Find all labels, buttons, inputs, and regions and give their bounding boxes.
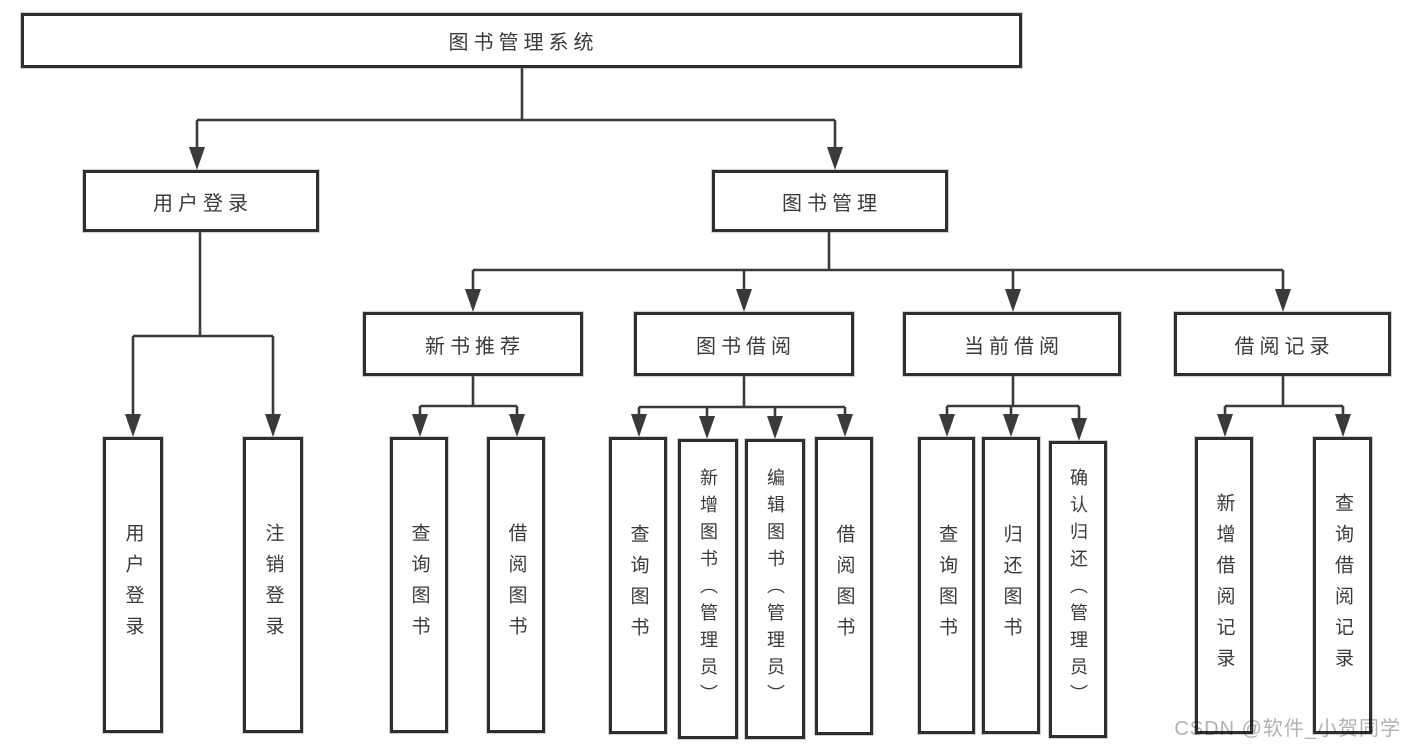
node-current-borrowing-label: 当前借阅: [964, 335, 1064, 358]
node-root: 图书管理系统: [21, 13, 1022, 68]
leaf-edit-books-admin-label: 编辑图书（管理员）: [765, 467, 785, 711]
arrowheads: [125, 147, 1351, 441]
node-user-login-group-label: 用户登录: [153, 192, 253, 215]
leaf-return-books-label: 归还图书: [1000, 523, 1022, 648]
leaf-logout-label: 注销登录: [262, 523, 284, 647]
leaf-query-borrow-record: 查询借阅记录: [1313, 437, 1372, 734]
leaf-borrowing-borrow-books: 借阅图书: [815, 437, 873, 735]
node-borrowing-records-label: 借阅记录: [1234, 335, 1335, 358]
leaf-borrowing-query-books: 查询图书: [609, 437, 667, 734]
leaf-edit-books-admin: 编辑图书（管理员）: [745, 439, 805, 739]
leaf-borrowing-borrow-books-label: 借阅图书: [833, 524, 855, 648]
csdn-watermark: CSDN @软件_小贺同学: [1174, 718, 1401, 740]
node-current-borrowing: 当前借阅: [903, 312, 1121, 376]
node-book-management: 图书管理: [712, 170, 948, 232]
leaf-recommend-query-books-label: 查询图书: [408, 523, 430, 647]
leaf-recommend-query-books: 查询图书: [390, 437, 448, 733]
node-new-book-recommend: 新书推荐: [363, 312, 583, 376]
leaf-user-login: 用户登录: [103, 437, 163, 733]
leaf-return-books: 归还图书: [982, 437, 1040, 734]
leaf-user-login-label: 用户登录: [122, 523, 144, 647]
leaf-add-books-admin: 新增图书（管理员）: [678, 439, 738, 739]
node-root-label: 图书管理系统: [448, 32, 599, 54]
leaf-recommend-borrow-books: 借阅图书: [487, 437, 545, 733]
leaf-borrowing-query-books-label: 查询图书: [627, 523, 649, 648]
leaf-add-books-admin-label: 新增图书（管理员）: [698, 467, 718, 711]
node-user-login-group: 用户登录: [83, 170, 319, 232]
leaf-recommend-borrow-books-label: 借阅图书: [505, 523, 527, 647]
leaf-add-borrow-record-label: 新增借阅记录: [1213, 492, 1235, 679]
leaf-confirm-return-admin-label: 确认归还（管理员）: [1068, 468, 1088, 711]
leaf-query-borrow-record-label: 查询借阅记录: [1332, 492, 1353, 679]
leaf-logout: 注销登录: [243, 437, 303, 733]
leaf-current-query-books: 查询图书: [918, 437, 975, 734]
leaf-current-query-books-label: 查询图书: [936, 523, 957, 648]
node-new-book-recommend-label: 新书推荐: [425, 335, 525, 358]
node-book-management-label: 图书管理: [782, 192, 882, 215]
leaf-confirm-return-admin: 确认归还（管理员）: [1049, 441, 1107, 738]
node-book-borrowing: 图书借阅: [634, 312, 854, 376]
node-borrowing-records: 借阅记录: [1174, 312, 1391, 376]
leaf-add-borrow-record: 新增借阅记录: [1195, 437, 1253, 734]
node-book-borrowing-label: 图书借阅: [696, 335, 796, 358]
